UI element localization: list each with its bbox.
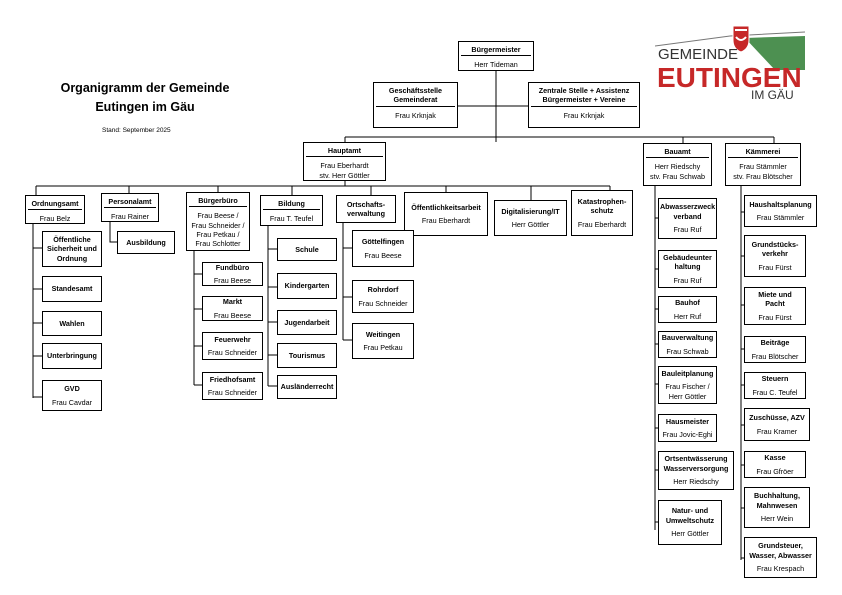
box-buergermeister: Bürgermeister Herr Tideman <box>458 41 534 71</box>
box-katastrophenschutz: Katastrophen- schutz Frau Eberhardt <box>571 190 633 236</box>
box-wahlen: Wahlen <box>42 311 102 336</box>
box-grundsteuer: Grundsteuer, Wasser, Abwasser Frau Kresp… <box>744 537 817 578</box>
box-ortsentwaesserung: Ortsentwässerung Wasserversorgung Herr R… <box>658 451 734 490</box>
box-oeffentlichkeitsarbeit: Öffentlichkeitsarbeit Frau Eberhardt <box>404 192 488 236</box>
box-bauleitplanung: Bauleitplanung Frau Fischer / Herr Göttl… <box>658 366 717 404</box>
box-jugendarbeit: Jugendarbeit <box>277 310 337 335</box>
box-feuerwehr: Feuerwehr Frau Schneider <box>202 332 263 360</box>
logo-text-im-gaeu: IM GÄU <box>751 88 794 100</box>
box-gebaeudeunterhaltung: Gebäudeunter haltung Frau Ruf <box>658 250 717 288</box>
box-schule: Schule <box>277 238 337 261</box>
box-hauptamt: Hauptamt Frau Eberhardt stv. Herr Göttle… <box>303 142 386 181</box>
stand-date: Stand: September 2025 <box>102 127 171 134</box>
logo-text-gemeinde: GEMEINDE <box>658 46 738 63</box>
box-kaemmerei: Kämmerei Frau Stämmler stv. Frau Blötsch… <box>725 143 801 186</box>
box-gvd: GVD Frau Cavdar <box>42 380 102 411</box>
box-natur-umweltschutz: Natur- und Umweltschutz Herr Göttler <box>658 500 722 545</box>
box-tourismus: Tourismus <box>277 343 337 368</box>
box-goettelfingen: Göttelfingen Frau Beese <box>352 230 414 267</box>
box-geschaeftsstelle: Geschäftsstelle Gemeinderat Frau Krknjak <box>373 82 458 128</box>
box-markt: Markt Frau Beese <box>202 296 263 321</box>
box-rohrdorf: Rohrdorf Frau Schneider <box>352 280 414 313</box>
box-weitingen: Weitingen Frau Petkau <box>352 323 414 359</box>
logo-text-eutingen: EUTINGEN <box>657 62 802 93</box>
box-auslaenderrecht: Ausländerrecht <box>277 375 337 399</box>
box-ortschaftsverwaltung: Ortschafts- verwaltung <box>336 195 396 223</box>
box-ausbildung: Ausbildung <box>117 231 175 254</box>
gemeinde-logo: GEMEINDE EUTINGEN IM GÄU <box>655 25 805 100</box>
box-zentrale: Zentrale Stelle + Assistenz Bürgermeiste… <box>528 82 640 128</box>
box-buchhaltung: Buchhaltung, Mahnwesen Herr Wein <box>744 487 810 528</box>
box-zuschuesse: Zuschüsse, AZV Frau Kramer <box>744 408 810 441</box>
box-miete-pacht: Miete und Pacht Frau Fürst <box>744 287 806 325</box>
box-kasse: Kasse Frau Gfröer <box>744 451 806 478</box>
box-haushaltsplanung: Haushaltsplanung Frau Stämmler <box>744 195 817 227</box>
box-kindergarten: Kindergarten <box>277 273 337 299</box>
box-oeffentliche-sicherheit: Öffentliche Sicherheit und Ordnung <box>42 231 102 267</box>
page-title: Organigramm der Gemeinde Eutingen im Gäu <box>60 81 230 114</box>
box-buergerbuero: Bürgerbüro Frau Beese / Frau Schneider /… <box>186 192 250 251</box>
box-digitalisierung: Digitalisierung/IT Herr Göttler <box>494 200 567 236</box>
box-bauamt: Bauamt Herr Riedschy stv. Frau Schwab <box>643 143 712 186</box>
box-fundbuero: Fundbüro Frau Beese <box>202 262 263 286</box>
box-abwasserzweckverband: Abwasserzweck verband Frau Ruf <box>658 198 717 239</box>
box-bildung: Bildung Frau T. Teufel <box>260 195 323 226</box>
box-ordnungsamt: Ordnungsamt Frau Belz <box>25 195 85 224</box>
box-grundstuecksverkehr: Grundstücks- verkehr Frau Fürst <box>744 235 806 277</box>
box-steuern: Steuern Frau C. Teufel <box>744 372 806 399</box>
box-unterbringung: Unterbringung <box>42 343 102 369</box>
box-hausmeister: Hausmeister Frau Jovic-Eghi <box>658 414 717 442</box>
box-personalamt: Personalamt Frau Rainer <box>101 193 159 222</box>
box-friedhofsamt: Friedhofsamt Frau Schneider <box>202 372 263 400</box>
box-standesamt: Standesamt <box>42 276 102 302</box>
box-bauverwaltung: Bauverwaltung Frau Schwab <box>658 331 717 358</box>
box-beitraege: Beiträge Frau Blötscher <box>744 336 806 363</box>
box-bauhof: Bauhof Herr Ruf <box>658 296 717 323</box>
